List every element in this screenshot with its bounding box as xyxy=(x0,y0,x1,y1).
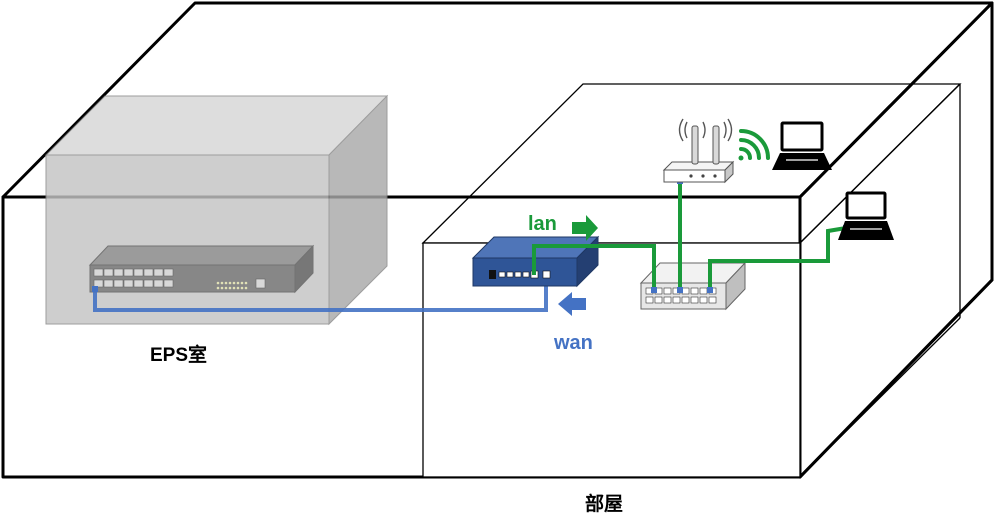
eps-room-label: EPS室 xyxy=(150,343,207,366)
wan-cable xyxy=(93,277,548,312)
rack-switch-icon xyxy=(88,244,315,294)
eps-room-box xyxy=(44,94,389,326)
wifi-signal-icon xyxy=(738,129,770,161)
switch-hub-icon xyxy=(639,261,747,311)
room-label: 部屋 xyxy=(585,492,623,515)
lan-label: lan xyxy=(528,213,557,235)
wan-arrow-icon xyxy=(558,292,586,316)
laptop-icon xyxy=(772,121,832,170)
laptop-icon xyxy=(838,191,894,240)
wan-label: wan xyxy=(553,332,593,354)
lan-cable-hub-laptop xyxy=(708,226,847,290)
wifi-access-point-icon xyxy=(662,118,735,184)
lan-cable-router-hub xyxy=(532,244,656,290)
lan-arrow-icon xyxy=(572,215,598,241)
lan-cables xyxy=(532,182,847,290)
